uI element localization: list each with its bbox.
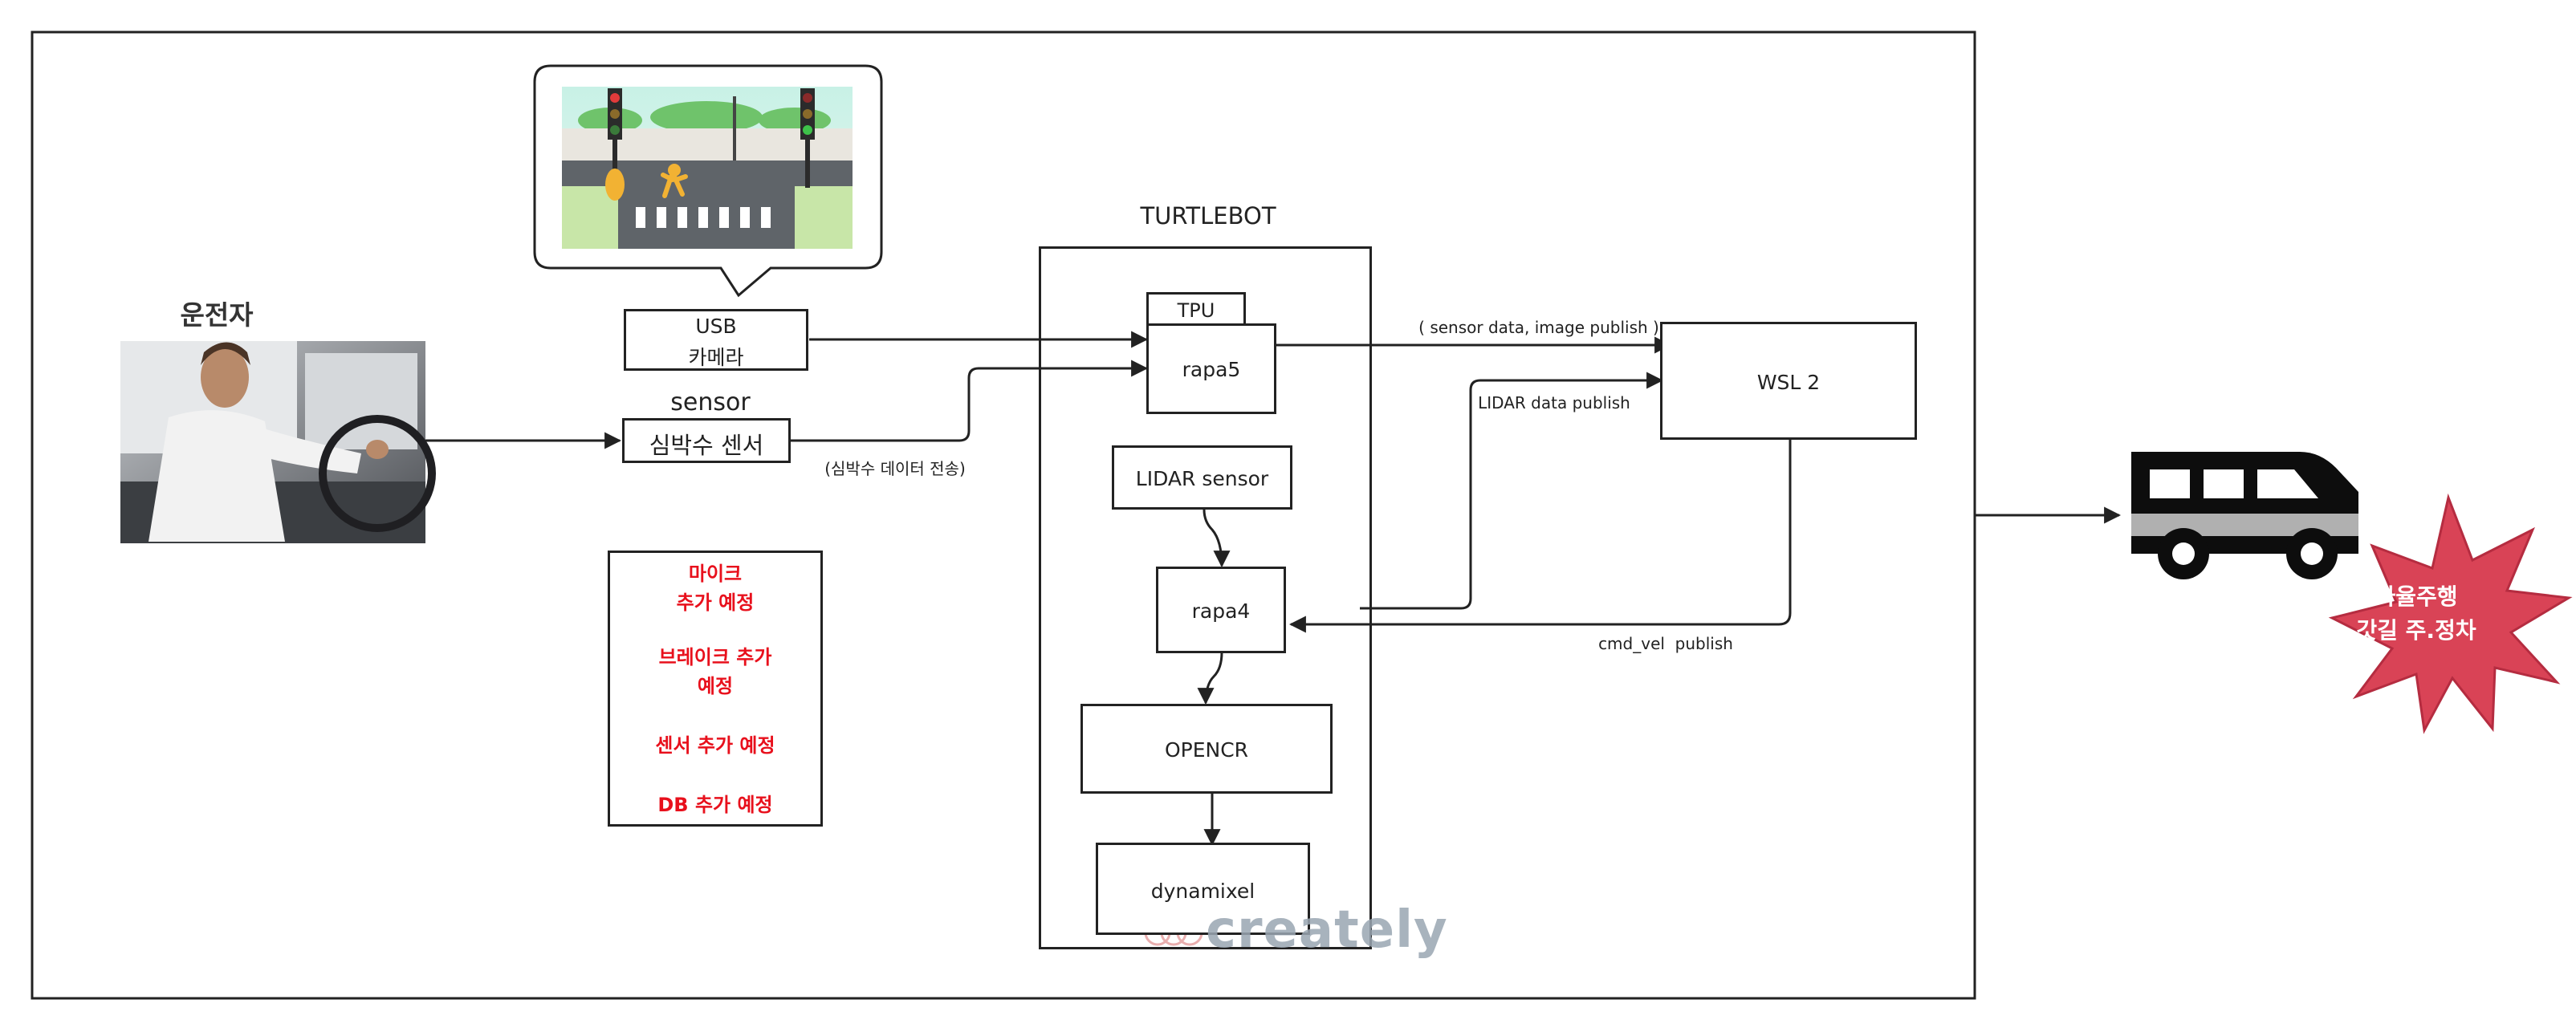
connectors: [425, 331, 2122, 847]
plan-brake: 브레이크 추가 예정: [658, 646, 772, 697]
wsl2-label: WSL 2: [1756, 371, 1821, 394]
lidar-publish-label: LIDAR data publish: [1478, 393, 1630, 412]
rapa4-label: rapa4: [1191, 599, 1251, 623]
turtlebot-container: [1039, 246, 1372, 949]
heart-rate-sensor-label: 심박수 센서: [649, 432, 764, 459]
sensor-title: sensor: [670, 388, 751, 416]
watermark-text: creately: [1206, 900, 1448, 960]
arrow-rapa4-to-wsl: [1360, 372, 1664, 610]
heart-rate-sensor-box: 심박수 센서: [622, 418, 791, 463]
lidar-sensor-box: LIDAR sensor: [1112, 445, 1292, 510]
plan-db: DB 추가 예정: [657, 794, 773, 816]
opencr-label: OPENCR: [1164, 738, 1249, 762]
vehicle-icon: [2131, 452, 2358, 579]
driver-photo: [120, 341, 436, 543]
cmd-vel-publish-label: cmd_vel publish: [1598, 634, 1733, 653]
arrow-sensor-to-rapa5: [791, 360, 1149, 442]
driver-title: 운전자: [180, 299, 254, 331]
plan-sensor: 센서 추가 예정: [655, 734, 775, 757]
burst-text-line1: 자율주행: [2375, 583, 2458, 610]
rapa5-label: rapa5: [1182, 358, 1241, 381]
usb-camera-line1: USB: [695, 315, 737, 338]
burst-shape: [2328, 493, 2573, 734]
opencr-box: OPENCR: [1080, 704, 1333, 794]
arrow-wsl-to-rapa4: [1288, 440, 1792, 633]
planned-additions-box: 마이크 추가 예정 브레이크 추가 예정 센서 추가 예정 DB 추가 예정: [608, 551, 823, 827]
dynamixel-label: dynamixel: [1150, 880, 1255, 903]
burst-text-line2: 갓길 주.정차: [2356, 617, 2476, 644]
tpu-label: TPU: [1177, 299, 1215, 322]
camera-view-bubble: [533, 64, 883, 298]
lidar-sensor-label: LIDAR sensor: [1135, 467, 1269, 490]
usb-camera-line2: 카메라: [688, 346, 744, 369]
sensor-image-publish-label: ( sensor data, image publish ): [1418, 318, 1659, 337]
dynamixel-box: dynamixel: [1096, 843, 1310, 935]
heart-rate-data-note: (심박수 데이터 전송): [824, 459, 966, 478]
tpu-box: TPU: [1146, 292, 1246, 326]
rapa4-box: rapa4: [1156, 567, 1286, 653]
wsl2-box: WSL 2: [1660, 322, 1917, 440]
turtlebot-title: TURTLEBOT: [1140, 202, 1276, 230]
usb-camera-box: USB 카메라: [624, 309, 808, 371]
arrow-lidar-to-rapa4: [1203, 509, 1231, 568]
arrow-rapa4-to-opencr: [1197, 652, 1223, 705]
plan-mic: 마이크 추가 예정: [676, 563, 755, 614]
rapa5-box: rapa5: [1146, 323, 1276, 414]
